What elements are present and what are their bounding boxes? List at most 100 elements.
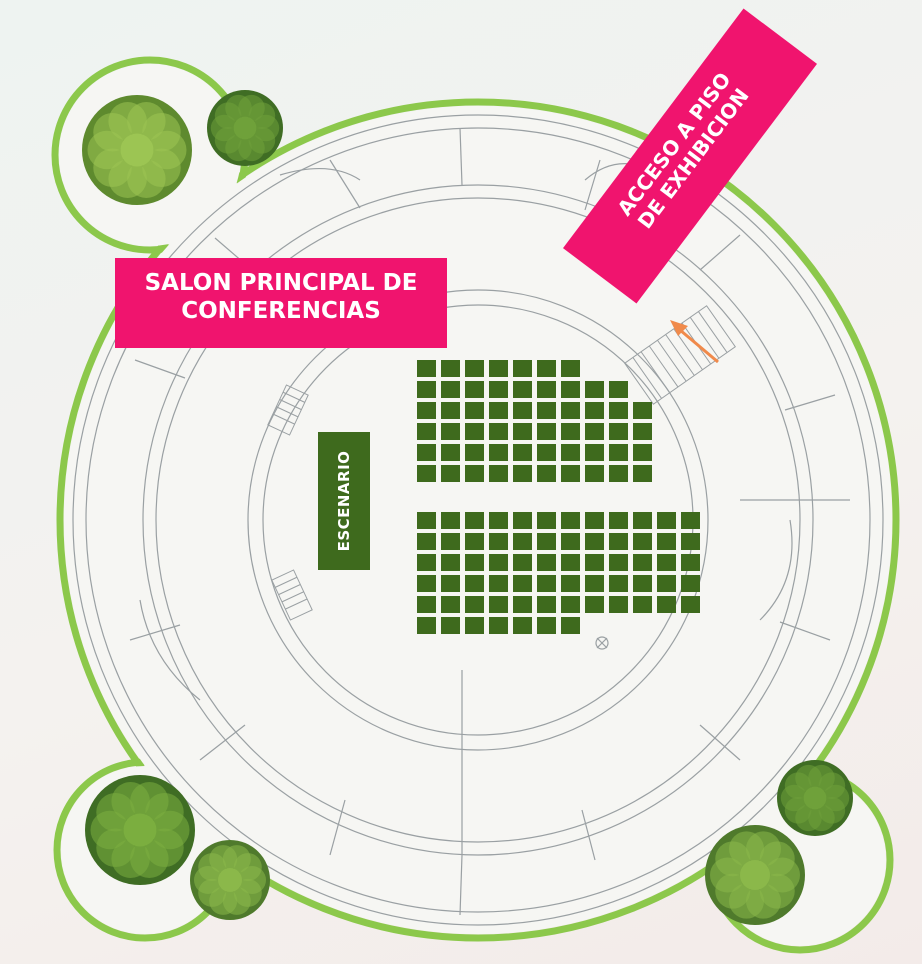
seat[interactable] [489,402,508,419]
seat[interactable] [465,575,484,592]
seat[interactable] [537,381,556,398]
seat[interactable] [489,465,508,482]
seat[interactable] [585,444,604,461]
seat[interactable] [657,512,676,529]
seat[interactable] [657,575,676,592]
seat[interactable] [417,512,436,529]
seat[interactable] [561,423,580,440]
seat[interactable] [513,360,532,377]
seat[interactable] [585,423,604,440]
seat[interactable] [681,533,700,550]
seat[interactable] [417,554,436,571]
seat[interactable] [441,381,460,398]
seat[interactable] [489,617,508,634]
seat[interactable] [561,381,580,398]
seat[interactable] [561,360,580,377]
seat[interactable] [417,444,436,461]
seat[interactable] [585,402,604,419]
seat[interactable] [537,575,556,592]
seat[interactable] [561,402,580,419]
seat[interactable] [513,533,532,550]
seat[interactable] [657,554,676,571]
seat[interactable] [585,533,604,550]
seat[interactable] [657,596,676,613]
seat[interactable] [513,444,532,461]
seat[interactable] [585,512,604,529]
seat[interactable] [537,596,556,613]
seat[interactable] [513,575,532,592]
seat[interactable] [441,617,460,634]
seat[interactable] [465,596,484,613]
seat[interactable] [441,444,460,461]
seat[interactable] [513,381,532,398]
seat[interactable] [561,554,580,571]
seat[interactable] [417,596,436,613]
seat[interactable] [609,554,628,571]
seat[interactable] [489,554,508,571]
seat[interactable] [417,575,436,592]
seat[interactable] [537,512,556,529]
seat[interactable] [609,465,628,482]
seat[interactable] [609,596,628,613]
seat[interactable] [489,444,508,461]
seat[interactable] [513,596,532,613]
seat[interactable] [489,575,508,592]
seat[interactable] [609,381,628,398]
seat[interactable] [513,512,532,529]
seat[interactable] [681,596,700,613]
seat[interactable] [633,423,652,440]
seat[interactable] [561,512,580,529]
seat[interactable] [561,596,580,613]
seat[interactable] [465,465,484,482]
seat[interactable] [537,533,556,550]
seat[interactable] [441,596,460,613]
seat[interactable] [561,444,580,461]
seat[interactable] [537,444,556,461]
seat[interactable] [585,575,604,592]
seat[interactable] [537,554,556,571]
seat[interactable] [585,381,604,398]
seat[interactable] [489,533,508,550]
seat[interactable] [465,360,484,377]
seat[interactable] [441,554,460,571]
seat[interactable] [561,465,580,482]
seat[interactable] [561,617,580,634]
seat[interactable] [489,423,508,440]
seat[interactable] [465,512,484,529]
seat[interactable] [513,617,532,634]
seat[interactable] [681,512,700,529]
seat[interactable] [417,423,436,440]
seat[interactable] [441,423,460,440]
seat[interactable] [585,596,604,613]
seat[interactable] [465,402,484,419]
seat[interactable] [633,402,652,419]
seat[interactable] [561,533,580,550]
seat[interactable] [681,554,700,571]
seat[interactable] [537,423,556,440]
seat[interactable] [441,465,460,482]
seat[interactable] [441,360,460,377]
seat[interactable] [609,575,628,592]
seat[interactable] [609,533,628,550]
seat[interactable] [681,575,700,592]
seat[interactable] [465,554,484,571]
seat[interactable] [465,444,484,461]
seat[interactable] [633,512,652,529]
seat[interactable] [441,402,460,419]
seat[interactable] [633,575,652,592]
seat[interactable] [465,533,484,550]
seat[interactable] [417,402,436,419]
seat[interactable] [537,465,556,482]
seat[interactable] [489,360,508,377]
seat[interactable] [633,533,652,550]
seat[interactable] [537,402,556,419]
seat[interactable] [609,512,628,529]
seat[interactable] [417,360,436,377]
seat[interactable] [633,444,652,461]
seat[interactable] [609,402,628,419]
seat[interactable] [465,423,484,440]
seat[interactable] [489,512,508,529]
seat[interactable] [585,554,604,571]
seat[interactable] [537,617,556,634]
seat[interactable] [561,575,580,592]
